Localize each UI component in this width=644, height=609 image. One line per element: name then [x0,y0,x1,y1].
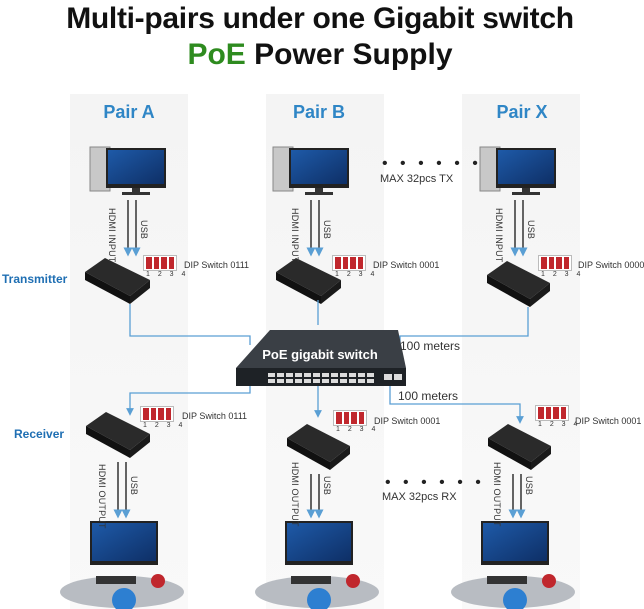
tx-hdmi-label-a: HDMI INPUT [107,208,117,263]
rx-usb-label-x: USB [524,476,534,496]
rx-box-x [488,424,551,470]
tx-usb-label-b: USB [322,220,332,240]
tx-box-b [276,258,341,304]
tx-ellipsis: • • • • • • [382,155,482,172]
tx-hdmi-label-b: HDMI INPUT [290,208,300,263]
tx-dip-numbers-x: 1 2 3 4 [541,271,584,278]
tx-usb-label-a: USB [139,220,149,240]
rx-dip-label-a: DIP Switch 0111 [182,411,248,421]
receiver-label: Receiver [14,427,65,441]
tx-dip-numbers-b: 1 2 3 4 [335,271,378,278]
tx-hdmi-label-x: HDMI INPUT [494,208,504,263]
rx-hdmi-label-a: HDMI OUTPUT [97,464,107,529]
tx-dip-switch-b [332,255,366,271]
rx-display-x [451,521,575,609]
rx-dip-switch-x [535,405,569,421]
rx-ellipsis: • • • • • • [385,474,485,491]
distance-label-top: 100 meters [400,339,461,353]
tx-dip-label-x: DIP Switch 0000 [578,260,644,270]
pair-b-label: Pair B [292,102,346,122]
rx-usb-label-a: USB [129,476,139,496]
title-poe: PoE [187,38,246,71]
tx-computer-x [479,146,556,195]
title-line-2: PoE Power Supply [0,38,640,72]
tx-usb-label-x: USB [526,220,536,240]
rx-box-b [287,424,350,470]
rx-dip-numbers-b: 1 2 3 4 [336,426,379,433]
distance-label-bottom: 100 meters [398,389,459,403]
tx-box-a [85,258,150,304]
rx-hdmi-label-x: HDMI OUTPUT [492,462,502,527]
pair-a-label: Pair A [103,102,155,122]
tx-dip-numbers-a: 1 2 3 4 [146,271,189,278]
tx-dip-label-b: DIP Switch 0001 [373,260,440,270]
poe-switch [236,330,406,386]
switch-label: PoE gigabit switch [262,347,378,362]
tx-computer-b [272,146,349,195]
pair-x-label: Pair X [496,102,548,122]
rx-dip-numbers-a: 1 2 3 4 [143,422,186,429]
rx-box-a [86,412,150,458]
tx-computer-a [89,146,166,195]
rx-dip-label-x: DIP Switch 0001 [575,416,642,426]
rx-usb-label-b: USB [322,476,332,496]
rx-display-b [255,521,379,609]
tx-max-label: MAX 32pcs TX [380,173,454,185]
transmitter-label: Transmitter [2,272,68,286]
title-power-supply: Power Supply [245,38,453,71]
rx-dip-label-b: DIP Switch 0001 [374,416,441,426]
rx-hdmi-label-b: HDMI OUTPUT [290,462,300,527]
rx-max-label: MAX 32pcs RX [382,491,457,503]
rx-display-a [60,521,184,609]
tx-box-x [487,261,550,307]
tx-dip-label-a: DIP Switch 0111 [184,260,250,270]
tx-dip-switch-a [143,255,177,271]
rx-dip-switch-a [140,406,174,422]
tx-dip-switch-x [538,255,572,271]
rx-dip-switch-b [333,410,367,426]
rx-dip-numbers-x: 1 2 3 4 [538,421,581,428]
title-line-1: Multi-pairs under one Gigabit switch [66,2,574,35]
